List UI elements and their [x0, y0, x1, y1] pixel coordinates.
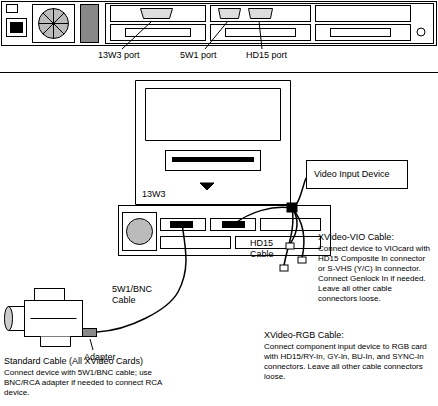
13w3-connector — [200, 183, 214, 190]
power-supply — [123, 213, 157, 251]
part-label: 13W3 port — [98, 50, 140, 61]
card-slot — [316, 25, 411, 41]
handle — [41, 337, 71, 347]
part-label: Standard Cable (All XVideo Cards) — [4, 356, 143, 367]
leader-line — [90, 339, 93, 350]
5w1-bnc-cable — [97, 224, 186, 332]
fan-housing — [33, 5, 75, 43]
cable-lead — [292, 208, 304, 258]
hd15-port — [223, 222, 245, 228]
separator — [0, 72, 438, 73]
camera-body — [25, 301, 83, 337]
part-label: 13W3 — [142, 189, 166, 200]
bnc-connector — [298, 257, 306, 263]
monitor-slot — [166, 151, 261, 171]
workstation — [119, 81, 331, 256]
leader-line — [259, 21, 262, 49]
part-label: XVideo-RGB Cable: — [264, 330, 344, 341]
chassis-rear — [2, 2, 437, 46]
leader-line — [205, 21, 228, 49]
device-name: Video Input Device — [314, 169, 400, 180]
power-socket — [7, 19, 27, 37]
5w1-connector — [219, 9, 241, 19]
card-slot — [161, 237, 231, 249]
card-slot — [316, 6, 411, 22]
rear-panel — [2, 2, 437, 46]
card-slot — [211, 6, 311, 22]
adapter — [83, 329, 97, 337]
viewfinder — [35, 289, 65, 301]
cable-splitter — [287, 203, 297, 212]
screw — [417, 28, 425, 36]
part-label: 5W1/BNC Cable — [112, 284, 162, 306]
hd15-cable — [234, 207, 292, 224]
system-unit — [119, 206, 331, 256]
fan — [127, 219, 153, 245]
13w3-connector — [141, 9, 173, 19]
part-label: 5W1 port — [180, 50, 217, 61]
monitor-bezel — [146, 89, 281, 141]
cable-lead — [284, 208, 293, 266]
cable-connectors — [280, 203, 306, 271]
monitor — [136, 81, 291, 205]
note-text: Connect device to VIOcard with HD15 Comp… — [318, 244, 432, 304]
connector — [331, 29, 391, 37]
hd15-connector — [249, 9, 273, 19]
camcorder — [5, 289, 97, 347]
leader-lines — [122, 21, 262, 49]
card-slot — [111, 6, 206, 22]
power-switch — [7, 5, 18, 13]
lens-glass — [5, 307, 13, 331]
note-text: Connect device with 5W1/BNC cable; use B… — [4, 368, 176, 398]
fan-grille — [39, 9, 69, 39]
vent — [81, 5, 99, 43]
connector — [126, 29, 191, 37]
fan — [39, 9, 69, 39]
card-slot — [236, 237, 321, 249]
cables — [97, 178, 306, 332]
bnc-connector — [280, 265, 288, 271]
monitor-slot-inner — [173, 158, 254, 162]
card-slot — [261, 219, 321, 231]
leader-line — [122, 21, 152, 49]
card-slot — [211, 219, 256, 231]
card-slot — [111, 25, 206, 41]
part-label: HD15 port — [246, 50, 287, 61]
device-box: Video Input Device — [306, 160, 408, 189]
camera-detail — [31, 318, 77, 319]
part-label: HD15 Cable — [250, 238, 284, 260]
socket-pins — [11, 23, 23, 33]
slot-bay — [106, 4, 434, 44]
part-label: XVideo-VIO Cable: — [318, 232, 394, 243]
bnc-connector — [286, 243, 294, 249]
note-text: Connect component input device to RGB ca… — [264, 342, 432, 382]
